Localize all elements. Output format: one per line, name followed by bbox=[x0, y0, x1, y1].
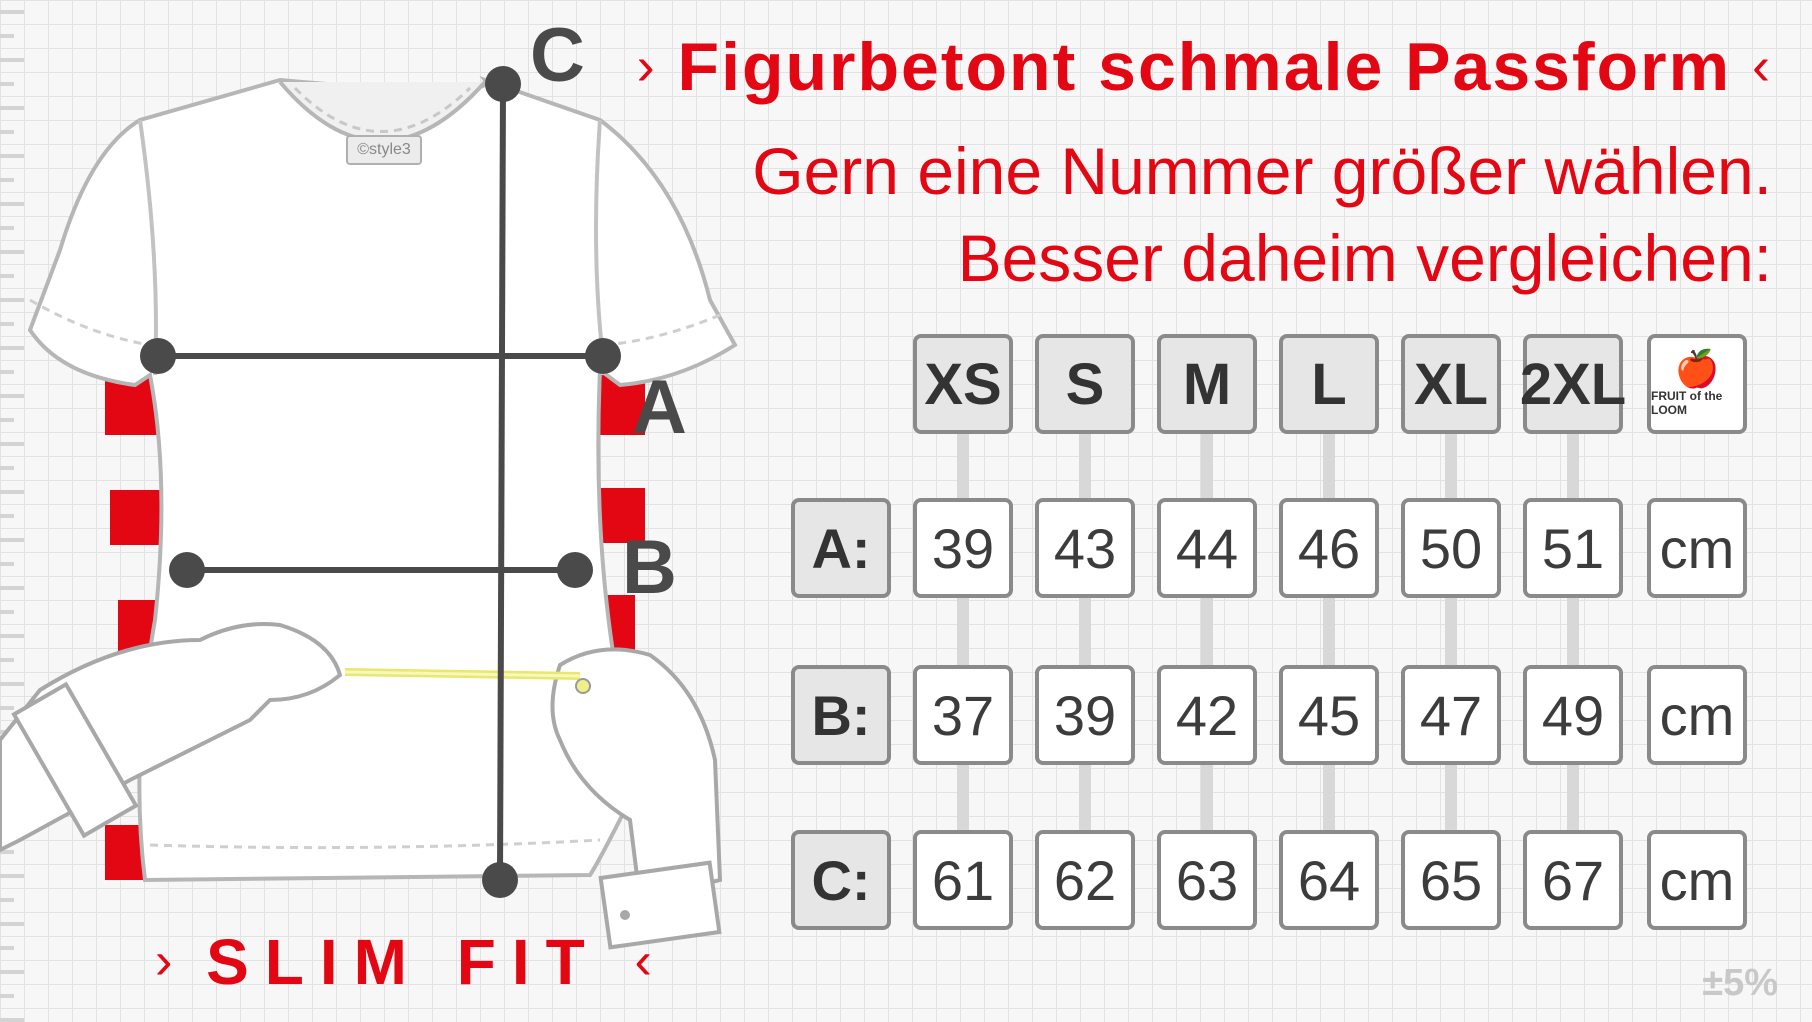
ruler-tick bbox=[0, 154, 24, 158]
column-connector bbox=[957, 424, 969, 840]
measurement-points bbox=[140, 66, 621, 898]
column-connector bbox=[1445, 424, 1457, 840]
subline-1: Gern eine Nummer größer wählen. bbox=[752, 134, 1772, 208]
brand-tag: ©style3 bbox=[346, 135, 422, 165]
measure-cell: 51 bbox=[1523, 498, 1623, 598]
measure-cell: 63 bbox=[1157, 830, 1257, 930]
measure-cell: 45 bbox=[1279, 665, 1379, 765]
label-a: A bbox=[632, 365, 687, 450]
label-b: B bbox=[622, 525, 677, 610]
unit-cell: cm bbox=[1647, 665, 1747, 765]
measure-cell: 37 bbox=[913, 665, 1013, 765]
brand-logo-text: FRUIT of the LOOM bbox=[1651, 389, 1723, 417]
column-connector bbox=[1079, 424, 1091, 840]
size-header-2xl: 2XL bbox=[1520, 334, 1626, 434]
ruler-tick bbox=[0, 202, 24, 206]
measure-cell: 44 bbox=[1157, 498, 1257, 598]
ruler-tick bbox=[0, 226, 14, 230]
ruler-tick bbox=[0, 586, 24, 590]
size-header-xl: XL bbox=[1401, 334, 1501, 434]
ruler-tick bbox=[0, 994, 14, 998]
column-connector bbox=[1323, 424, 1335, 840]
slim-fit-label: › SLIM FIT ‹ bbox=[155, 925, 652, 999]
headline-right-chevron: ‹ bbox=[1752, 36, 1772, 96]
ruler-tick bbox=[0, 58, 24, 62]
ruler-tick bbox=[0, 274, 14, 278]
size-header-m: M bbox=[1157, 334, 1257, 434]
ruler-tick bbox=[0, 394, 24, 398]
ruler-tick bbox=[0, 370, 14, 374]
measure-cell: 62 bbox=[1035, 830, 1135, 930]
headline-left-chevron: › bbox=[636, 36, 657, 96]
label-c: C bbox=[530, 13, 585, 98]
right-hand bbox=[550, 647, 723, 950]
ruler-tick bbox=[0, 178, 14, 182]
ruler-tick bbox=[0, 298, 24, 302]
slim-left-chevron: › bbox=[155, 932, 173, 990]
measure-cell: 39 bbox=[1035, 665, 1135, 765]
size-header-s: S bbox=[1035, 334, 1135, 434]
slim-right-chevron: ‹ bbox=[634, 932, 652, 990]
headline-text: Figurbetont schmale Passform bbox=[677, 29, 1732, 105]
unit-cell: cm bbox=[1647, 498, 1747, 598]
ruler-tick bbox=[0, 922, 24, 926]
ruler-tick bbox=[0, 610, 14, 614]
ruler-tick bbox=[0, 34, 14, 38]
tshirt-illustration bbox=[0, 66, 738, 950]
brand-logo: 🍎FRUIT of the LOOM bbox=[1647, 334, 1747, 434]
tolerance-label: ±5% bbox=[1702, 962, 1778, 1004]
column-connector bbox=[1201, 424, 1213, 840]
ruler-tick bbox=[0, 706, 14, 710]
measure-cell: 43 bbox=[1035, 498, 1135, 598]
ruler-tick bbox=[0, 10, 24, 14]
ruler-tick bbox=[0, 850, 14, 854]
shirt-figure: ©style3 C A B bbox=[0, 0, 760, 1020]
ruler-tick bbox=[0, 874, 24, 878]
ruler-tick bbox=[0, 970, 24, 974]
measure-cell: 39 bbox=[913, 498, 1013, 598]
ruler-tick bbox=[0, 250, 24, 254]
ruler-tick bbox=[0, 946, 14, 950]
headline: › Figurbetont schmale Passform ‹ bbox=[637, 28, 1772, 106]
measure-cell: 46 bbox=[1279, 498, 1379, 598]
ruler-tick bbox=[0, 130, 14, 134]
ruler-tick bbox=[0, 658, 14, 662]
row-label: C: bbox=[791, 830, 891, 930]
unit-cell: cm bbox=[1647, 830, 1747, 930]
measure-cell: 67 bbox=[1523, 830, 1623, 930]
measure-cell: 61 bbox=[913, 830, 1013, 930]
ruler-tick bbox=[0, 82, 14, 86]
ruler-tick bbox=[0, 322, 14, 326]
measure-cell: 49 bbox=[1523, 665, 1623, 765]
ruler-tick bbox=[0, 490, 24, 494]
ruler-tick bbox=[0, 418, 14, 422]
ruler-tick bbox=[0, 562, 14, 566]
row-label: B: bbox=[791, 665, 891, 765]
measure-cell: 64 bbox=[1279, 830, 1379, 930]
measure-cell: 50 bbox=[1401, 498, 1501, 598]
ruler-tick bbox=[0, 634, 24, 638]
column-connector bbox=[1567, 424, 1579, 840]
subline-2: Besser daheim vergleichen: bbox=[957, 221, 1772, 295]
ruler-tick bbox=[0, 466, 14, 470]
ruler-tick bbox=[0, 682, 24, 686]
measurement-lines bbox=[158, 83, 603, 881]
ruler-tick bbox=[0, 106, 24, 110]
left-hand bbox=[0, 622, 343, 853]
slim-fit-text: SLIM FIT bbox=[206, 926, 601, 998]
ruler-tick bbox=[0, 898, 14, 902]
ruler-tick bbox=[0, 346, 24, 350]
row-label: A: bbox=[791, 498, 891, 598]
size-header-xs: XS bbox=[913, 334, 1013, 434]
measure-cell: 42 bbox=[1157, 665, 1257, 765]
ruler-tick bbox=[0, 514, 14, 518]
measure-cell: 47 bbox=[1401, 665, 1501, 765]
ruler-tick bbox=[0, 538, 24, 542]
ruler-tick bbox=[0, 442, 24, 446]
size-header-l: L bbox=[1279, 334, 1379, 434]
fruit-icon: 🍎 bbox=[1674, 348, 1720, 389]
measure-cell: 65 bbox=[1401, 830, 1501, 930]
